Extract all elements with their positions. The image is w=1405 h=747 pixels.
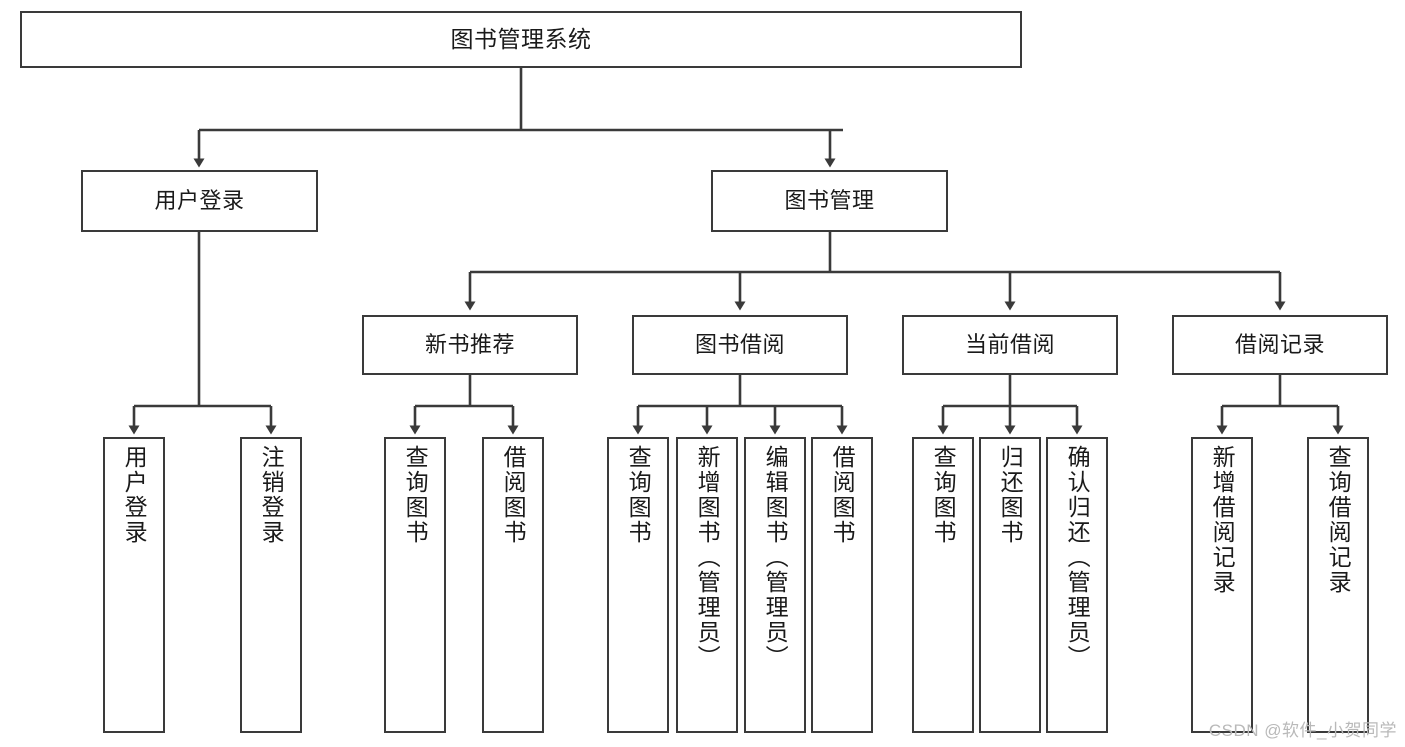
node-borrow-record[interactable]: 借阅记录 bbox=[1172, 315, 1388, 375]
leaf-new-book-query[interactable]: 查询图书 bbox=[384, 437, 446, 733]
node-book-management-label: 图书管理 bbox=[784, 187, 875, 213]
node-book-management[interactable]: 图书管理 bbox=[711, 170, 948, 232]
node-user-login-label: 用户登录 bbox=[154, 187, 245, 213]
node-user-login[interactable]: 用户登录 bbox=[81, 170, 318, 232]
leaf-book-borrow-edit[interactable]: 编辑图书（管理员） bbox=[744, 437, 806, 733]
leaf-borrow-record-add[interactable]: 新增借阅记录 bbox=[1191, 437, 1253, 733]
node-book-borrow-label: 图书借阅 bbox=[694, 331, 785, 357]
node-root-label: 图书管理系统 bbox=[450, 26, 592, 53]
node-book-borrow[interactable]: 图书借阅 bbox=[632, 315, 848, 375]
node-root-system[interactable]: 图书管理系统 bbox=[20, 11, 1022, 68]
leaf-user-login-logout[interactable]: 注销登录 bbox=[240, 437, 302, 733]
leaf-current-borrow-confirm-return-label: 确认归还（管理员） bbox=[1064, 445, 1091, 670]
leaf-current-borrow-return[interactable]: 归还图书 bbox=[979, 437, 1041, 733]
leaf-current-borrow-confirm-return[interactable]: 确认归还（管理员） bbox=[1046, 437, 1108, 733]
csdn-watermark: CSDN @软件_小贺同学 bbox=[1208, 721, 1397, 740]
leaf-book-borrow-borrow[interactable]: 借阅图书 bbox=[811, 437, 873, 733]
leaf-book-borrow-edit-label: 编辑图书（管理员） bbox=[762, 445, 789, 670]
node-borrow-record-label: 借阅记录 bbox=[1234, 331, 1325, 357]
leaf-current-borrow-query[interactable]: 查询图书 bbox=[912, 437, 974, 733]
leaf-borrow-record-query[interactable]: 查询借阅记录 bbox=[1307, 437, 1369, 733]
leaf-user-login-login[interactable]: 用户登录 bbox=[103, 437, 165, 733]
leaf-new-book-borrow[interactable]: 借阅图书 bbox=[482, 437, 544, 733]
node-current-borrow[interactable]: 当前借阅 bbox=[902, 315, 1118, 375]
node-new-book-recommend-label: 新书推荐 bbox=[424, 331, 515, 357]
leaf-borrow-record-query-label: 查询借阅记录 bbox=[1325, 445, 1352, 595]
leaf-book-borrow-query[interactable]: 查询图书 bbox=[607, 437, 669, 733]
leaf-current-borrow-return-label: 归还图书 bbox=[997, 445, 1024, 545]
leaf-book-borrow-query-label: 查询图书 bbox=[625, 445, 652, 545]
node-current-borrow-label: 当前借阅 bbox=[964, 331, 1055, 357]
leaf-book-borrow-add[interactable]: 新增图书（管理员） bbox=[676, 437, 738, 733]
leaf-current-borrow-query-label: 查询图书 bbox=[930, 445, 957, 545]
leaf-user-login-logout-label: 注销登录 bbox=[258, 445, 285, 545]
leaf-new-book-query-label: 查询图书 bbox=[402, 445, 429, 545]
node-new-book-recommend[interactable]: 新书推荐 bbox=[362, 315, 578, 375]
leaf-borrow-record-add-label: 新增借阅记录 bbox=[1209, 445, 1236, 595]
leaf-book-borrow-add-label: 新增图书（管理员） bbox=[694, 445, 721, 670]
leaf-new-book-borrow-label: 借阅图书 bbox=[500, 445, 527, 545]
leaf-book-borrow-borrow-label: 借阅图书 bbox=[829, 445, 856, 545]
leaf-user-login-login-label: 用户登录 bbox=[121, 445, 148, 545]
